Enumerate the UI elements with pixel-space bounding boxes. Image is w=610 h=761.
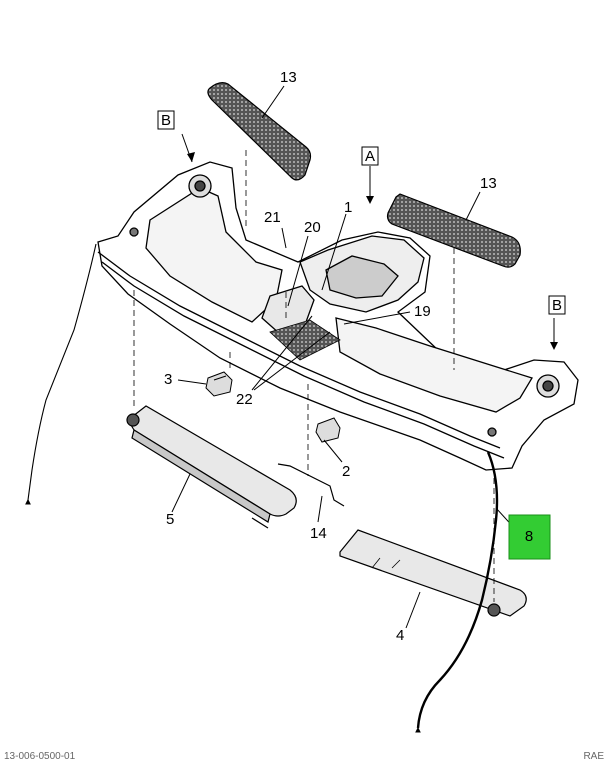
callout-2: 2 — [342, 463, 350, 480]
view-arrowheads — [187, 152, 558, 350]
visor-rod-14 — [277, 463, 345, 507]
cable-right — [415, 451, 499, 733]
callout-13-left: 13 — [280, 69, 297, 86]
callout-21: 21 — [264, 209, 281, 226]
callout-20: 20 — [304, 219, 321, 236]
view-box-b-right: B — [548, 295, 566, 315]
svg-text:8: 8 — [525, 528, 533, 545]
callout-3: 3 — [164, 371, 172, 388]
projection-lines — [133, 150, 495, 602]
view-box-b-left: B — [157, 110, 175, 130]
svg-text:B: B — [552, 297, 562, 314]
svg-text:A: A — [365, 148, 375, 165]
clip-2 — [315, 417, 341, 443]
leader-lines — [171, 85, 555, 629]
highlight-item-8[interactable]: 8 — [508, 514, 551, 560]
filter-pad-left — [207, 82, 312, 181]
svg-text:B: B — [161, 112, 171, 129]
callout-19: 19 — [414, 303, 431, 320]
filter-pad-right — [386, 193, 521, 268]
callout-4: 4 — [396, 627, 404, 644]
callout-22: 22 — [236, 391, 253, 408]
callout-14: 14 — [310, 525, 327, 542]
callout-13-right: 13 — [480, 175, 497, 192]
callout-5: 5 — [166, 511, 174, 528]
view-box-a: A — [361, 146, 379, 166]
sun-visor-left — [126, 405, 297, 529]
overhead-console — [97, 161, 579, 471]
callout-1: 1 — [344, 199, 352, 216]
footer-code: RAE — [583, 751, 604, 761]
sun-visor-right — [339, 529, 527, 617]
footer-drawing-number: 13-006-0500-01 — [4, 751, 76, 761]
cable-left — [25, 243, 97, 505]
clip-3 — [205, 371, 233, 397]
